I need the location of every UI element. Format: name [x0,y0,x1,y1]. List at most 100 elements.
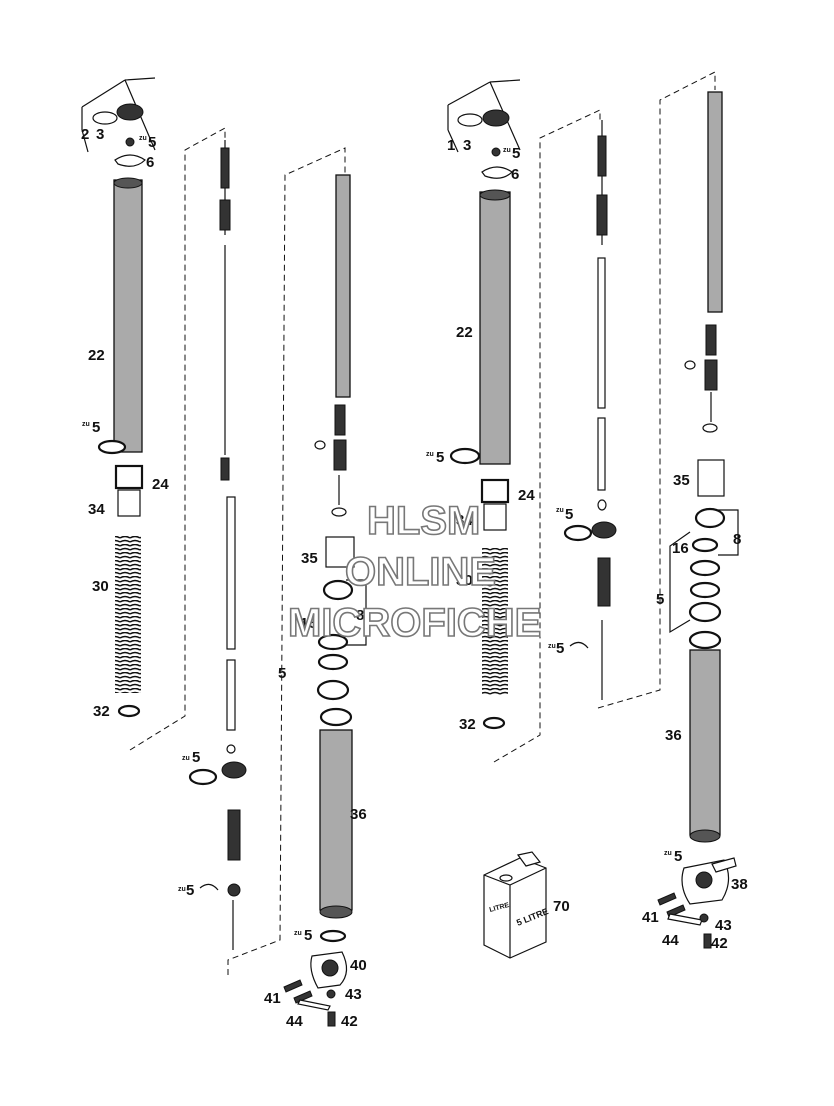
zu-right-3: zu [556,507,564,514]
label-24-left: 24 [152,476,169,493]
right-fork-assembly [447,71,739,949]
left-cap-bracket [81,77,156,153]
left-base-valve-stack [227,809,241,861]
left-valve [220,457,230,481]
label-5-left-3: 5 [192,749,200,766]
label-44-right: 44 [662,932,679,949]
label-6-right: 6 [511,166,519,183]
watermark-line-3: MICROFICHE [288,601,541,645]
label-2: 2 [81,126,89,143]
left-lower-seal [188,768,218,786]
label-38: 38 [731,876,748,893]
zu-left-5: zu [294,930,302,937]
left-cartridge-valve [334,404,346,436]
left-bolt-41-a [283,979,303,993]
label-5-left-5: 5 [278,665,286,682]
label-32-right: 32 [459,716,476,733]
label-5-left-6: 5 [304,927,312,944]
label-70: 70 [553,898,570,915]
right-piston-top [596,194,608,236]
left-adjuster-rod [220,147,230,189]
right-inner-tube-36 [689,649,721,836]
left-small-washer [125,137,135,147]
left-piston-top [219,199,231,231]
label-24-right: 24 [518,487,535,504]
label-5-right-6: 5 [674,848,682,865]
label-35-left: 35 [301,550,318,567]
label-42-left: 42 [341,1013,358,1030]
label-5-right-3: 5 [565,506,573,523]
left-screw-42 [327,1011,336,1027]
zu-right-5: zu [664,850,672,857]
callout-labels: 2 3 zu 5 6 22 zu 5 24 34 30 32 zu 5 zu 5… [81,126,748,1030]
right-damper-rod [597,257,606,409]
oil-can-70: 5 LITRE LITRE [483,851,550,959]
watermark-line-1: HLSM [367,499,480,543]
zu-left-4: zu [178,886,186,893]
left-oring-3 [92,111,118,125]
right-screw-42 [703,933,712,949]
left-spring-30 [115,535,141,693]
zu-left-3: zu [182,755,190,762]
label-1: 1 [447,137,455,154]
right-outer-tube [479,191,511,465]
right-plate-44 [667,913,703,926]
label-5-right-4: 5 [556,640,564,657]
right-ring-16 [694,507,726,529]
left-base-valve [221,761,247,779]
label-34-left: 34 [88,501,105,518]
label-8-right: 8 [733,531,741,548]
label-22-left: 22 [88,347,105,364]
label-40: 40 [350,957,367,974]
right-base-valve-stack [597,557,611,607]
left-ring-8 [317,633,349,651]
label-43-right: 43 [715,917,732,934]
right-base-valve [591,521,617,539]
label-5-left-2: 5 [92,419,100,436]
left-fork-cap [116,103,144,121]
left-seal-5 [97,439,127,455]
right-circlip [569,641,589,649]
right-spacer-35 [697,459,725,497]
left-bolt-41-b [293,990,313,1004]
left-ring-16 [322,579,354,601]
label-30-left: 30 [92,578,109,595]
right-adjuster-rod [597,135,607,177]
label-30-right: 30 [456,572,473,589]
right-cartridge-tube [707,91,723,313]
label-41-right: 41 [642,909,659,926]
right-oring-3 [457,113,483,127]
left-nut-43 [326,989,336,999]
label-8-left: 8 [356,607,364,624]
right-ring-32 [482,716,506,730]
right-spring-30 [482,548,508,696]
right-cap-bracket [447,79,521,153]
left-bushing-24 [114,464,144,490]
label-5-left-4: 5 [186,882,194,899]
right-seal-5 [449,447,481,465]
label-6-left: 6 [146,154,154,171]
left-damper-rod [226,496,236,650]
zu-right-2: zu [426,451,434,458]
label-34-right: 34 [456,512,473,529]
label-44-left: 44 [286,1013,303,1030]
right-bushing-24 [480,478,510,504]
right-cartridge-shims [704,359,718,391]
label-22-right: 22 [456,324,473,341]
label-5-left-1: 5 [148,134,156,151]
left-inner-tube-36 [319,729,353,911]
zu-left-1: zu [139,135,147,142]
zu-left-2: zu [82,421,90,428]
left-cartridge-tube [335,174,351,398]
label-16-left: 16 [300,615,317,632]
label-35-right: 35 [673,472,690,489]
left-plate-44 [297,999,331,1011]
label-32-left: 32 [93,703,110,720]
watermark-line-2: ONLINE [345,550,496,594]
label-41-left: 41 [264,990,281,1007]
label-42-right: 42 [711,935,728,952]
left-fork-assembly [81,77,367,1027]
label-36-left: 36 [350,806,367,823]
right-damper-rod-lower [597,417,606,491]
left-spacer-35 [325,536,355,568]
